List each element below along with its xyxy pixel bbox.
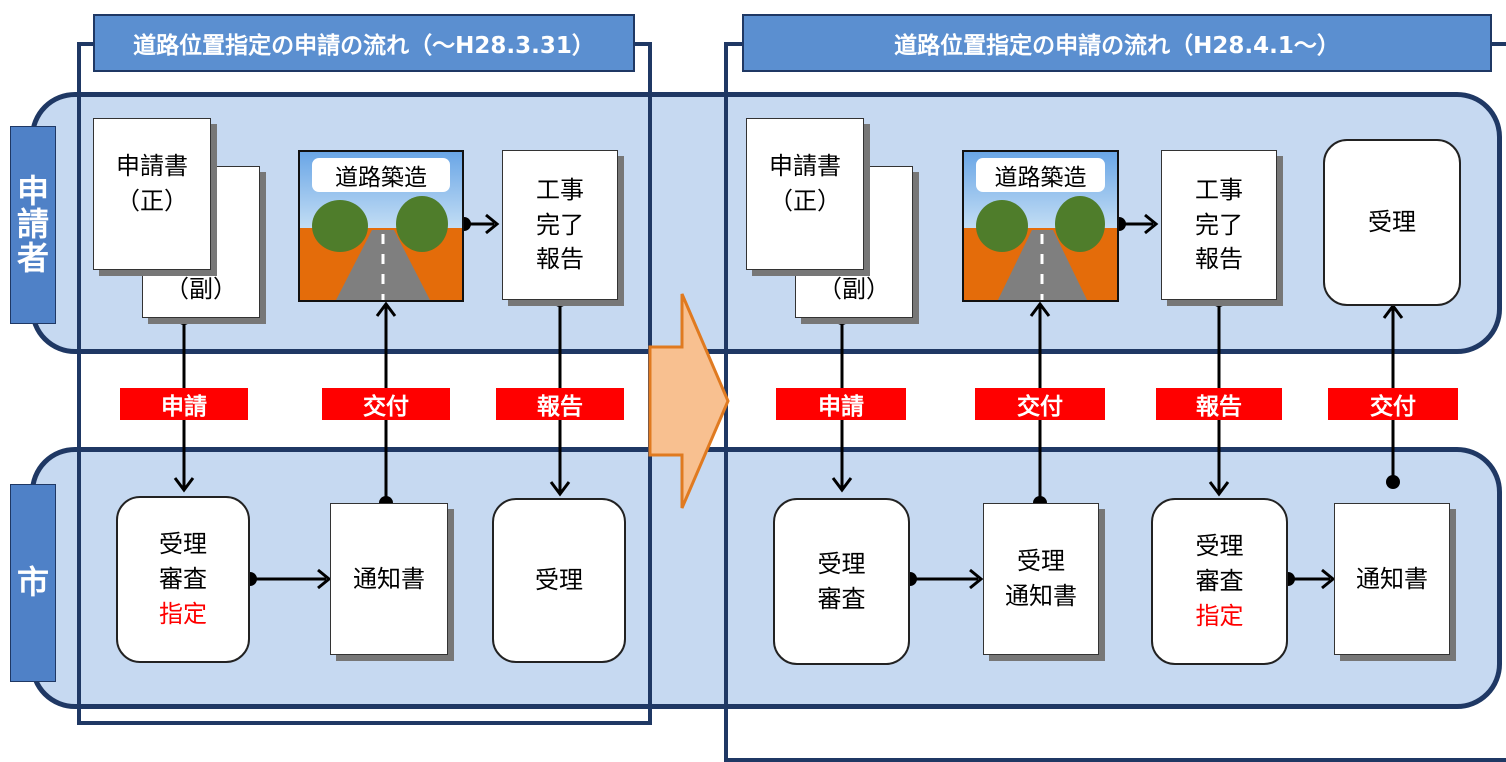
right-notice-doc: 通知書 bbox=[1334, 503, 1450, 655]
left-form-original: （正） bbox=[116, 186, 188, 215]
left-report-line-2: 完了 bbox=[536, 210, 584, 239]
applicant-label-char-3: 者 bbox=[16, 238, 49, 277]
right-review-line-1: 受理 bbox=[817, 549, 866, 578]
left-construction-label: 道路築造 bbox=[312, 158, 450, 192]
right-accept-notice-line-1: 受理 bbox=[1017, 547, 1065, 576]
right-accept-notice-line-2: 通知書 bbox=[1005, 582, 1077, 610]
right-title: 道路位置指定の申請の流れ（H28.4.1～） bbox=[742, 14, 1492, 72]
right-review-line-2: 審査 bbox=[817, 584, 866, 613]
right-review2-box: 受理 審査 指定 bbox=[1151, 498, 1288, 665]
left-tag-apply: 申請 bbox=[120, 388, 248, 420]
left-review-line-2: 審査 bbox=[159, 565, 207, 594]
left-review-designation: 指定 bbox=[159, 599, 207, 628]
right-form-label: 申請書 bbox=[769, 152, 841, 180]
right-tag-deliver: 交付 bbox=[975, 388, 1105, 420]
applicant-label-char-2: 請 bbox=[16, 205, 49, 244]
right-form-original: （正） bbox=[769, 186, 841, 215]
left-review-line-1: 受理 bbox=[159, 530, 207, 559]
road-illustration-icon bbox=[300, 152, 462, 300]
right-completion-report: 工事 完了 報告 bbox=[1161, 150, 1277, 300]
right-accept-notice-doc: 受理 通知書 bbox=[983, 503, 1099, 655]
right-accept-top-label: 受理 bbox=[1368, 208, 1416, 237]
right-report-line-2: 完了 bbox=[1195, 210, 1243, 239]
left-review-box: 受理 審査 指定 bbox=[116, 496, 250, 663]
right-review2-designation: 指定 bbox=[1195, 601, 1244, 630]
right-report-line-3: 報告 bbox=[1195, 245, 1243, 274]
left-road-construction: 道路築造 bbox=[298, 150, 464, 302]
left-accept-label: 受理 bbox=[535, 566, 583, 595]
applicant-label-char-1: 申 bbox=[16, 171, 49, 210]
left-form-label: 申請書 bbox=[116, 152, 188, 180]
left-notice-doc: 通知書 bbox=[330, 503, 448, 655]
left-notice-label: 通知書 bbox=[353, 564, 425, 593]
right-tag-deliver-2: 交付 bbox=[1328, 388, 1458, 420]
right-accept-top-box: 受理 bbox=[1323, 139, 1461, 306]
right-copy-label: （副） bbox=[818, 275, 890, 304]
right-report-line-1: 工事 bbox=[1195, 175, 1243, 204]
right-application-form: 申請書 （正） bbox=[746, 118, 864, 270]
right-review2-line-1: 受理 bbox=[1195, 532, 1244, 561]
left-copy-label: （副） bbox=[165, 275, 237, 304]
city-label: 市 bbox=[10, 484, 56, 682]
left-report-line-1: 工事 bbox=[536, 175, 584, 204]
right-construction-label: 道路築造 bbox=[976, 158, 1105, 192]
left-title: 道路位置指定の申請の流れ（～H28.3.31） bbox=[93, 14, 635, 72]
applicant-label: 申 請 者 bbox=[10, 126, 56, 324]
left-report-line-3: 報告 bbox=[536, 245, 584, 274]
left-completion-report: 工事 完了 報告 bbox=[502, 150, 618, 300]
right-road-construction: 道路築造 bbox=[962, 150, 1119, 302]
right-review-box: 受理 審査 bbox=[773, 498, 910, 665]
right-review2-line-2: 審査 bbox=[1195, 567, 1244, 596]
right-tag-apply: 申請 bbox=[776, 388, 906, 420]
transition-arrow-icon bbox=[648, 293, 730, 509]
right-tag-report: 報告 bbox=[1156, 388, 1282, 420]
left-tag-deliver: 交付 bbox=[322, 388, 450, 420]
left-application-form: 申請書 （正） bbox=[93, 118, 211, 270]
right-notice-label: 通知書 bbox=[1356, 564, 1428, 593]
left-accept-box: 受理 bbox=[492, 498, 626, 663]
left-tag-report: 報告 bbox=[496, 388, 624, 420]
